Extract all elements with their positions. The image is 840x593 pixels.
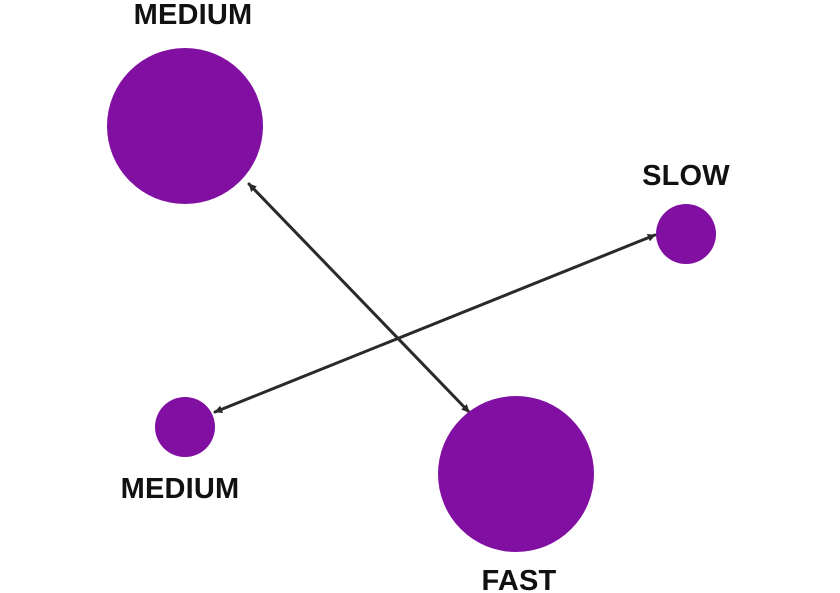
node-slow [656, 204, 716, 264]
edge-n3-n2 [213, 233, 657, 414]
labels-layer: MEDIUM SLOW MEDIUM FAST [121, 0, 731, 593]
node-medium-small [155, 397, 215, 457]
node-label-n4: FAST [482, 565, 557, 593]
node-label-n3: MEDIUM [121, 473, 240, 505]
edge-n1-n4 [247, 182, 471, 414]
edges-layer [213, 182, 657, 414]
node-label-n2: SLOW [642, 160, 730, 192]
nodes-layer [107, 48, 716, 552]
node-label-n1: MEDIUM [134, 0, 253, 31]
node-medium-large [107, 48, 263, 204]
node-fast [438, 396, 594, 552]
